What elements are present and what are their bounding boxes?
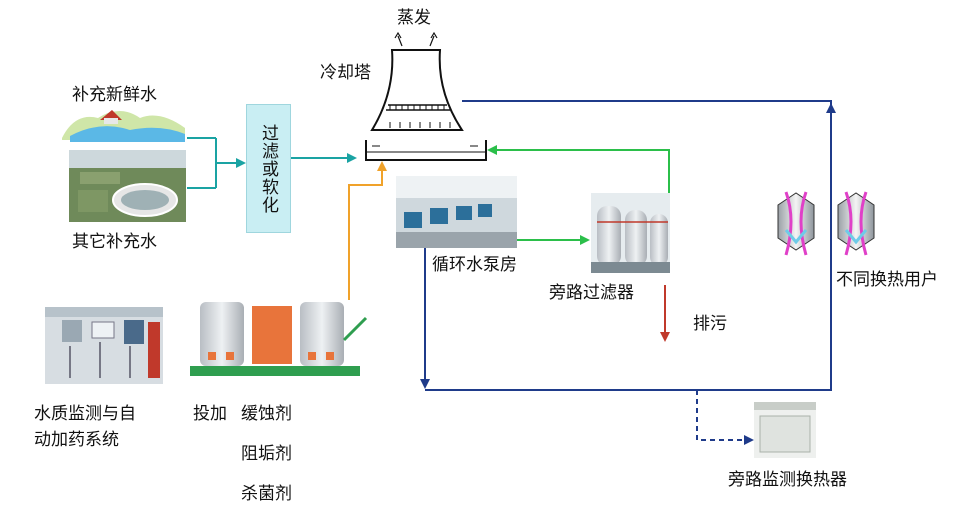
evaporation-label: 蒸发 (397, 8, 431, 28)
other-water-label: 其它补充水 (72, 232, 157, 252)
bypass-lines (487, 145, 670, 245)
heat-users-label: 不同换热用户 (836, 270, 938, 290)
dosing-line (348, 161, 387, 300)
main-circulation-loop (420, 100, 836, 445)
chem-scale-inhibitor: 阻垢剂 (241, 444, 292, 464)
cooling-tower (365, 31, 487, 161)
chem-biocide: 杀菌剂 (241, 484, 292, 504)
fresh-water-illustration (62, 110, 185, 142)
pump-room-label: 循环水泵房 (432, 255, 517, 275)
dosing-system-photo (183, 286, 368, 386)
dosing-prefix-label: 投加 (193, 404, 227, 424)
bypass-filter-photo (591, 193, 670, 273)
bypass-filter-label: 旁路过滤器 (549, 283, 634, 303)
filter-softening-box: 过滤或软化 (246, 104, 291, 233)
makeup-water-lines (187, 137, 357, 189)
discharge-label: 排污 (693, 314, 727, 334)
monitoring-label-line2: 动加药系统 (34, 430, 119, 450)
chem-corrosion-inhibitor: 缓蚀剂 (241, 404, 292, 424)
monitoring-system-photo (45, 307, 163, 384)
fresh-water-label: 补充新鲜水 (72, 85, 157, 105)
cooling-tower-label: 冷却塔 (320, 63, 371, 83)
monitoring-label-line1: 水质监测与自 (34, 404, 136, 424)
pump-room-photo (396, 176, 517, 248)
bypass-monitor-photo (754, 402, 816, 458)
filter-softening-label: 过滤或软化 (258, 123, 278, 214)
bypass-monitor-label: 旁路监测换热器 (728, 470, 847, 490)
heat-exchanger-icons (777, 191, 875, 256)
other-water-photo (69, 150, 186, 222)
